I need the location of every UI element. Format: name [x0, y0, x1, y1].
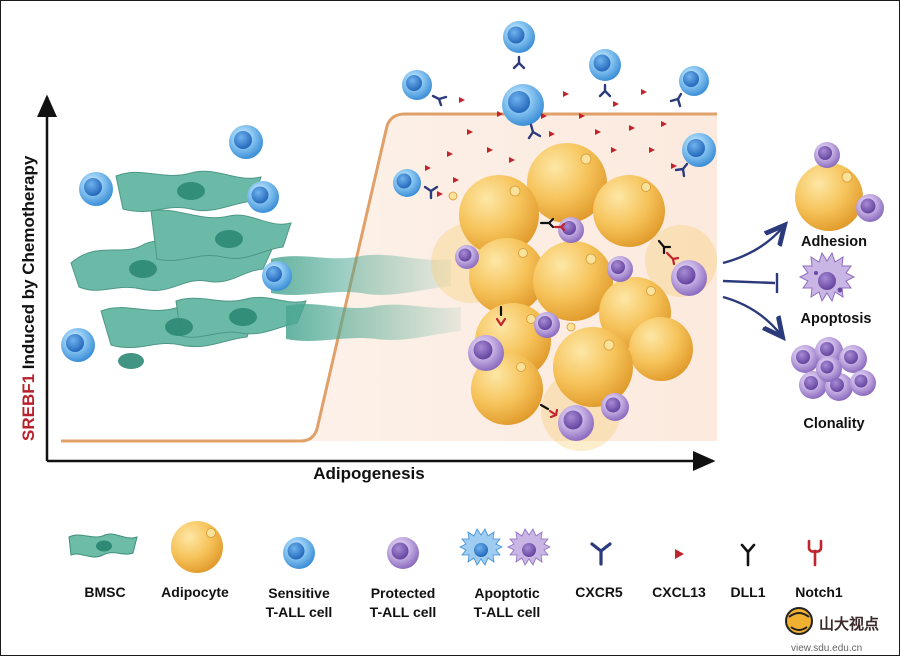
dll1-notch1-contacts [495, 217, 680, 419]
legend-cxcl13: CXCL13 [652, 549, 706, 600]
svg-text:CXCR5: CXCR5 [575, 584, 623, 600]
svg-text:Adipocyte: Adipocyte [161, 584, 229, 600]
legend-bmsc: BMSC [68, 533, 138, 600]
sensitive-tall-cell [262, 261, 292, 291]
outcome-arrows [722, 227, 783, 335]
outcome-apoptosis: Apoptosis [798, 251, 872, 327]
svg-text:Notch1: Notch1 [795, 584, 843, 600]
sensitive-tall-cell [502, 84, 544, 126]
svg-text:T-ALL cell: T-ALL cell [370, 604, 437, 620]
svg-text:BMSC: BMSC [84, 584, 125, 600]
sensitive-tall-cell [79, 172, 113, 206]
legend-notch1: Notch1 [795, 539, 843, 600]
y-axis-label: SREBF1 Induced by Chemotherapy [19, 155, 38, 441]
watermark-title: 山大视点 [819, 615, 879, 633]
legend-cxcr5: CXCR5 [575, 542, 623, 600]
sensitive-tall-cell [247, 181, 279, 213]
sensitive-tall-cell [229, 125, 263, 159]
outcome-label-adhesion: Adhesion [801, 234, 867, 250]
outcome-label-apoptosis: Apoptosis [801, 311, 872, 327]
svg-text:T-ALL cell: T-ALL cell [474, 604, 541, 620]
svg-text:Sensitive: Sensitive [268, 585, 330, 601]
cxcl13-chemokines [425, 89, 677, 197]
x-axis-label: Adipogenesis [313, 464, 424, 483]
sensitive-tall-cell [589, 49, 621, 81]
legend-protected-tall: Protected T-ALL cell [370, 537, 437, 620]
protected-tall-cell [607, 256, 633, 282]
inhibit-apoptosis [722, 279, 776, 285]
svg-text:CXCL13: CXCL13 [652, 584, 706, 600]
sensitive-tall-cell [61, 328, 95, 362]
protected-tall-cell [671, 260, 707, 296]
outcome-label-clonality: Clonality [803, 416, 864, 432]
svg-text:Apoptotic: Apoptotic [474, 585, 540, 601]
protected-tall-cell [534, 312, 560, 338]
protected-tall-cell [558, 405, 594, 441]
outcome-adhesion: Adhesion [795, 142, 884, 250]
arrow-to-clonality [722, 295, 781, 335]
legend-apoptotic-tall: Apoptotic T-ALL cell [459, 528, 551, 620]
sensitive-tall-cell [679, 66, 709, 96]
svg-text:Protected: Protected [371, 585, 436, 601]
sensitive-tall-cell [682, 133, 716, 167]
bmsc-network [70, 170, 461, 369]
svg-text:DLL1: DLL1 [731, 584, 766, 600]
protected-tall-cell [558, 217, 584, 243]
arrow-to-adhesion [722, 227, 783, 265]
protected-tall-cell [455, 245, 479, 269]
watermark-url: view.sdu.edu.cn [791, 643, 862, 654]
sensitive-tall-cells [61, 21, 716, 362]
protected-tall-cells [455, 217, 707, 441]
legend-sensitive-tall: Sensitive T-ALL cell [266, 537, 333, 620]
sensitive-tall-cell [503, 21, 535, 53]
cxcr5-receptors [423, 55, 689, 200]
watermark: 山大视点 view.sdu.edu.cn [785, 607, 879, 654]
sensitive-tall-cell [402, 70, 432, 100]
legend-dll1: DLL1 [731, 543, 766, 600]
legend: BMSC Adipocyte Sensitive T-ALL cell Prot… [68, 521, 843, 620]
adipocyte-cluster [431, 143, 717, 451]
legend-adipocyte: Adipocyte [161, 521, 229, 600]
svg-text:T-ALL cell: T-ALL cell [266, 604, 333, 620]
protected-tall-cell [601, 393, 629, 421]
protected-tall-cell [468, 335, 504, 371]
outcome-clonality: Clonality [791, 337, 876, 432]
sensitive-tall-cell [393, 169, 421, 197]
